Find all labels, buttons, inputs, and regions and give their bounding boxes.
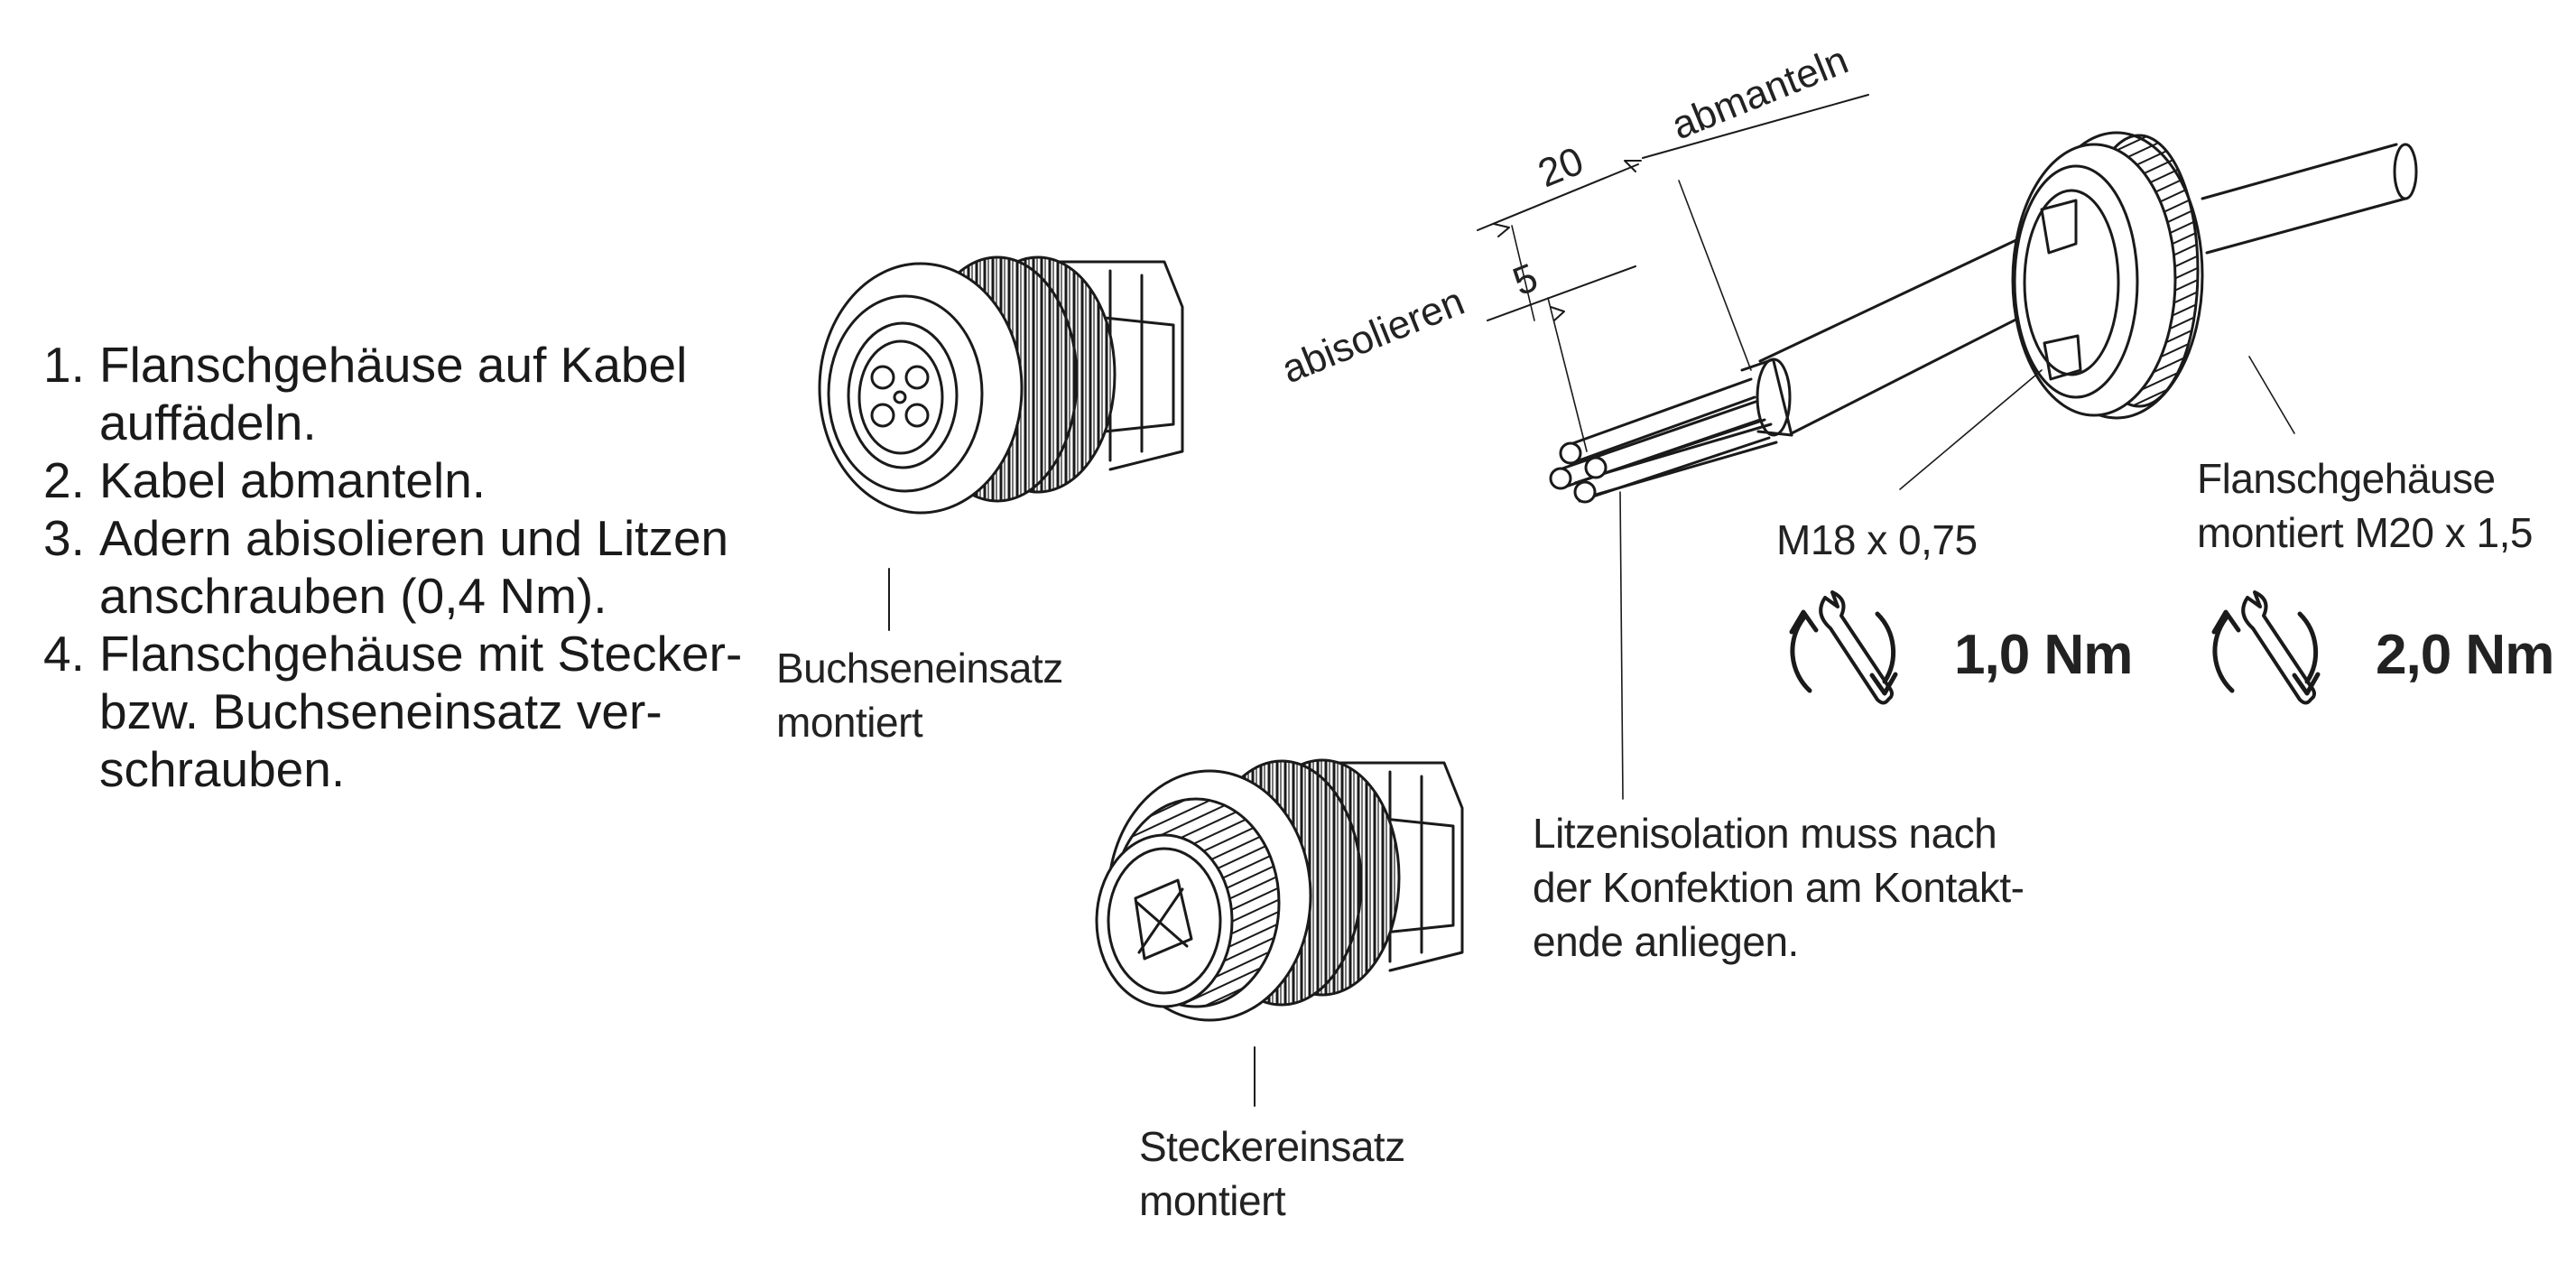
wrench-rotate-icon: [1789, 590, 1898, 705]
step-2: 2. Kabel abmanteln.: [43, 451, 742, 509]
torque-value-2: 2,0 Nm: [2376, 624, 2554, 686]
step-text: Kabel abmanteln.: [99, 452, 486, 508]
plug-insert-label: Steckereinsatz montiert: [1139, 1123, 1405, 1224]
socket-insert-label: Buchseneinsatz montiert: [776, 645, 1063, 746]
step-number: 2.: [43, 452, 85, 508]
step-text: Flanschgehäuse mit Stecker- bzw. Buchsen…: [99, 626, 743, 797]
strip-jacket-label: abmanteln: [1665, 38, 1854, 148]
step-text: Adern abisolieren und Litzen anschrauben…: [99, 510, 729, 624]
strip-insulation-label: abisolieren: [1275, 279, 1470, 392]
step-3: 3. Adern abisolieren und Litzen anschrau…: [43, 509, 742, 625]
step-4: 4. Flanschgehäuse mit Stecker- bzw. Buch…: [43, 625, 742, 798]
socket-insert-drawing: [818, 255, 1184, 631]
strand-insulation-note: Litzenisolation muss nach der Konfektion…: [1533, 810, 2025, 965]
flange-housing-label: Flanschgehäuse montiert M20 x 1,5: [2197, 455, 2533, 556]
torque-value-1: 1,0 Nm: [1954, 624, 2133, 686]
cable-drawing: [1477, 94, 2418, 800]
step-1: 1. Flanschgehäuse auf Kabel auffädeln.: [43, 336, 742, 451]
step-text: Flanschgehäuse auf Kabel auffädeln.: [99, 337, 688, 450]
assembly-steps: 1. Flanschgehäuse auf Kabel auffädeln. 2…: [43, 336, 742, 798]
step-number: 3.: [43, 510, 85, 566]
step-number: 1.: [43, 337, 85, 393]
step-number: 4.: [43, 626, 85, 682]
dimension-5-label: 5: [1506, 255, 1543, 305]
thread-m18-label: M18 x 0,75: [1776, 516, 1978, 563]
wrench-rotate-icon: [2211, 590, 2321, 705]
plug-insert-drawing: [1095, 758, 1464, 1107]
